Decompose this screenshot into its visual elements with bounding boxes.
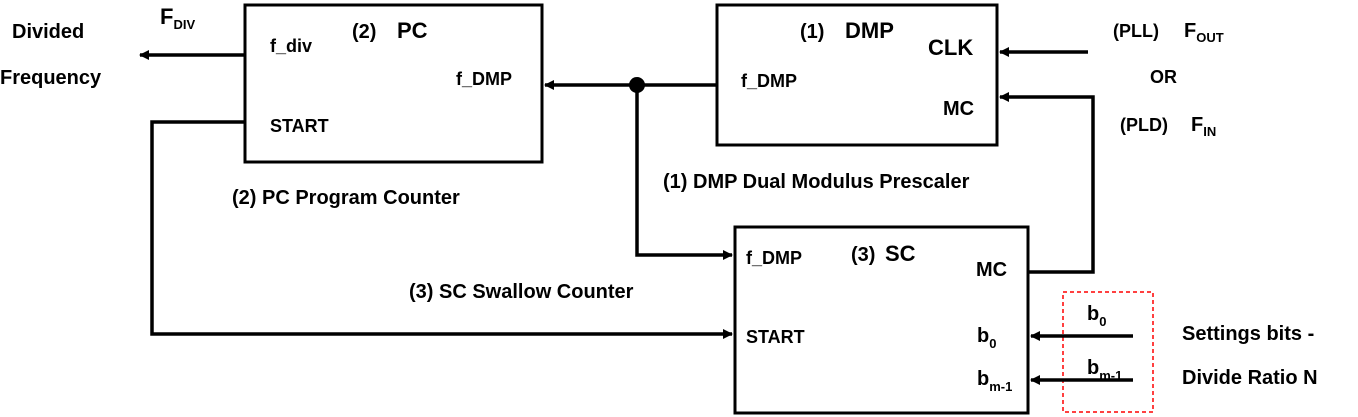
input-signal-fout: FOUT bbox=[1184, 20, 1224, 45]
pc-block bbox=[243, 3, 544, 164]
pc-number: (2) bbox=[352, 21, 376, 43]
sc-number: (3) bbox=[851, 244, 875, 266]
output-label-line2: Frequency bbox=[0, 67, 102, 89]
sc-port-fdmp: f_DMP bbox=[746, 248, 802, 268]
pc-name: PC bbox=[397, 18, 428, 43]
dmp-port-mc: MC bbox=[943, 98, 974, 120]
output-label-line1: Divided bbox=[12, 21, 84, 43]
settings-bits-box bbox=[1062, 291, 1154, 413]
output-signal-fdiv: FDIV bbox=[160, 4, 195, 32]
dmp-name: DMP bbox=[845, 18, 894, 43]
sc-block bbox=[733, 225, 1030, 415]
dmp-number: (1) bbox=[800, 21, 824, 43]
pc-start-to-sc-arrow bbox=[150, 120, 733, 339]
input-pll-label: (PLL) bbox=[1113, 21, 1159, 41]
pc-caption: (2) PC Program Counter bbox=[232, 187, 460, 209]
sc-port-b0: b0 bbox=[977, 325, 996, 351]
sc-port-start: START bbox=[746, 327, 805, 347]
junction-to-sc-arrow bbox=[635, 85, 733, 260]
settings-label-line1: Settings bits - bbox=[1182, 323, 1314, 345]
pc-port-fdiv: f_div bbox=[270, 36, 312, 56]
dmp-port-fdmp: f_DMP bbox=[741, 71, 797, 91]
sc-port-mc: MC bbox=[976, 259, 1007, 281]
pc-port-fdmp: f_DMP bbox=[456, 69, 512, 89]
sc-caption: (3) SC Swallow Counter bbox=[409, 281, 634, 303]
dmp-caption: (1) DMP Dual Modulus Prescaler bbox=[663, 171, 970, 193]
settings-label-line2: Divide Ratio N bbox=[1182, 367, 1318, 389]
input-or-label: OR bbox=[1150, 67, 1177, 87]
sc-mc-to-dmp-arrow bbox=[999, 92, 1095, 274]
settings-b0-label: b0 bbox=[1087, 303, 1106, 329]
input-pld-label: (PLD) bbox=[1120, 115, 1168, 135]
dmp-port-clk: CLK bbox=[928, 35, 973, 60]
dmp-block bbox=[715, 3, 999, 147]
pc-port-start: START bbox=[270, 116, 329, 136]
sc-port-bm1: bm-1 bbox=[977, 368, 1012, 394]
input-signal-fin: FIN bbox=[1191, 114, 1216, 139]
sc-name: SC bbox=[885, 241, 916, 266]
